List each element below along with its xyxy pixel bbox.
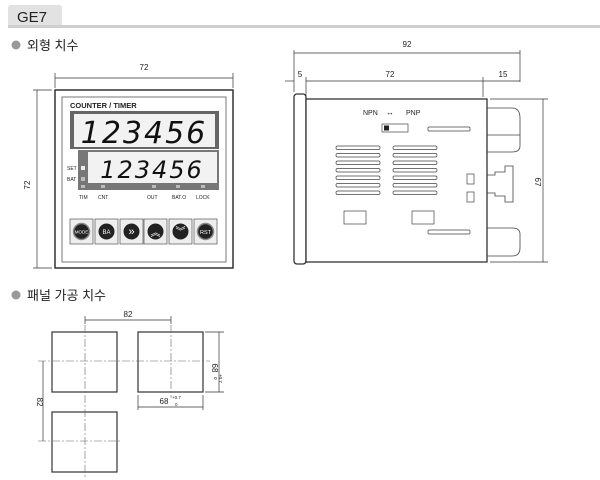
pitch-h-dim: 82	[124, 310, 133, 319]
front-height-dim: 72	[23, 180, 32, 189]
side-view: 92 5 72 15 67 NPN ↔ PNP	[285, 40, 548, 265]
pitch-v-dim: 82	[35, 398, 44, 407]
button-row: MODE BA » ︽ ︾ RST	[69, 218, 218, 245]
npn-label: NPN	[363, 110, 378, 117]
led-label-bato: BAT.O	[172, 195, 186, 201]
svg-text:RST: RST	[200, 230, 212, 236]
sub-display: 123456	[100, 156, 204, 184]
side-rear-dim: 15	[499, 70, 508, 79]
tab-title: GE7	[17, 9, 47, 26]
pnp-label: PNP	[406, 110, 421, 117]
brand-label: COUNTER / TIMER	[70, 101, 137, 110]
indicator-set: SET	[67, 166, 77, 172]
side-body-dim: 72	[386, 70, 395, 79]
down-button[interactable]: ︾	[168, 218, 193, 245]
indicator-bat: BAT	[67, 177, 76, 183]
front-view: 72 72 COUNTER / TIMER 123456 123456 SET …	[23, 63, 234, 269]
svg-text:»: »	[128, 226, 134, 238]
section-title-panel: 패널 가공 치수	[27, 288, 106, 303]
svg-text:MODE: MODE	[75, 230, 89, 235]
cut-h-tol-minus: 0	[213, 377, 218, 380]
front-width-dim: 72	[140, 63, 149, 72]
section-title-outline: 외형 치수	[27, 38, 78, 53]
shift-button[interactable]: »	[119, 218, 144, 245]
led-label-tim: TIM	[79, 195, 88, 201]
header-tab: GE7	[8, 5, 600, 28]
side-bezel-dim: 5	[298, 70, 303, 79]
cut-h-tol-plus: +0.7	[218, 374, 223, 383]
cut-w-tol-plus: +0.7	[172, 395, 181, 400]
svg-text:︽: ︽	[151, 228, 161, 239]
svg-text:BA: BA	[102, 230, 110, 236]
double-arrow-icon: ↔	[386, 108, 394, 117]
svg-text:︾: ︾	[176, 226, 186, 238]
rst-button[interactable]: RST	[193, 218, 218, 245]
panel-cutout: 82 82 68 +0.7 0 68 +0.7 0	[35, 310, 224, 478]
main-display: 123456	[81, 116, 208, 151]
cut-h-dim: 68	[210, 364, 219, 373]
mode-button[interactable]: MODE	[69, 218, 94, 245]
side-height-dim: 67	[533, 178, 542, 187]
up-button[interactable]: ︽	[143, 218, 168, 245]
bullet-icon	[11, 40, 21, 50]
led-label-cnt: CNT	[98, 195, 108, 201]
vent-slots	[335, 145, 438, 195]
led-label-lock: LOCK	[196, 195, 210, 201]
ba-button[interactable]: BA	[94, 218, 119, 245]
side-total-dim: 92	[403, 40, 412, 49]
npn-pnp-switch[interactable]	[381, 123, 409, 133]
led-label-out: OUT	[147, 195, 158, 201]
cut-w-tol-minus: 0	[175, 402, 178, 407]
cut-w-dim: 68	[160, 397, 169, 406]
bullet-icon	[11, 290, 21, 300]
